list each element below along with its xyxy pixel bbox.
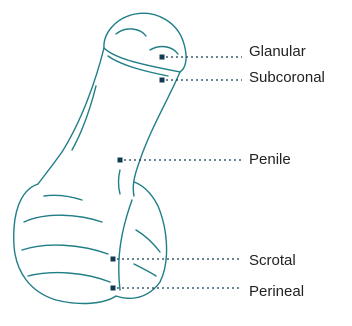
shaft-inner-line xyxy=(72,86,96,150)
marker-perineal xyxy=(111,286,116,291)
scrotum-outline xyxy=(14,182,167,303)
leader-lines xyxy=(111,55,243,291)
marker-penile xyxy=(118,158,123,163)
label-perineal: Perineal xyxy=(249,283,304,300)
glans-inner-line xyxy=(116,29,146,36)
scrotum-fold xyxy=(24,215,102,222)
scrotum-fold xyxy=(28,273,110,282)
shaft-left-outline xyxy=(38,48,104,184)
glans-meatus-line xyxy=(150,47,178,54)
label-penile: Penile xyxy=(249,151,291,168)
scrotum-fold xyxy=(22,245,108,254)
label-subcoronal: Subcoronal xyxy=(249,69,325,86)
marker-scrotal xyxy=(111,257,116,262)
scrotum-fold xyxy=(44,195,82,200)
corona-fold xyxy=(108,56,168,76)
marker-glanular xyxy=(160,55,165,60)
scrotum-fold xyxy=(134,264,156,276)
label-scrotal: Scrotal xyxy=(249,252,296,269)
label-glanular: Glanular xyxy=(249,43,306,60)
shaft-right-outline xyxy=(133,72,180,196)
glans-outline xyxy=(104,13,186,72)
region-labels: Glanular Subcoronal Penile Scrotal Perin… xyxy=(249,43,325,300)
shaft-inner-line-2 xyxy=(119,170,121,194)
scrotum-raphe xyxy=(119,200,132,290)
marker-subcoronal xyxy=(160,78,165,83)
scrotum-fold xyxy=(136,230,160,252)
